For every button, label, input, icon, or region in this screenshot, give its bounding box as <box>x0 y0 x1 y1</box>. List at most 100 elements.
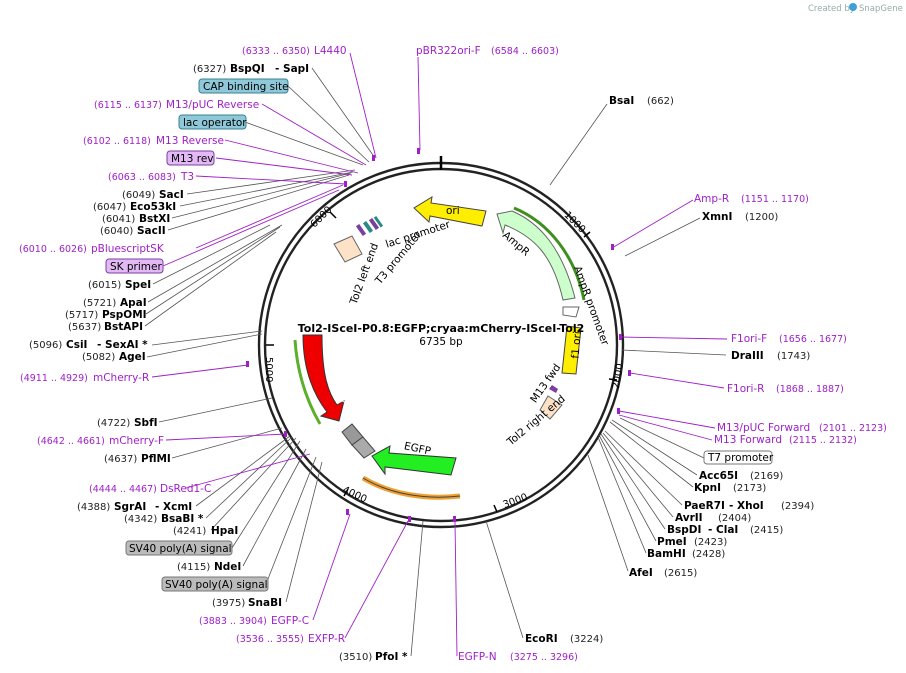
avrii-pos: (2404) <box>718 513 751 524</box>
avrii-label[interactable]: AvrII <box>675 512 703 524</box>
sexai-label[interactable]: - SexAI * <box>97 339 148 351</box>
csii-label[interactable]: CsiI <box>66 339 87 351</box>
bspdi-pos: (2415) <box>750 525 783 536</box>
t3-label[interactable]: T3 <box>180 171 194 183</box>
f1ori-r-label[interactable]: F1ori-R <box>727 383 764 395</box>
egfp-arrow[interactable] <box>371 445 457 476</box>
bsai-label[interactable]: BsaI <box>609 95 634 107</box>
hpai-label[interactable]: HpaI <box>211 525 238 537</box>
kpni-label[interactable]: KpnI <box>694 482 721 494</box>
ori-arrow[interactable] <box>413 196 487 227</box>
credit-brand: SnapGene <box>859 4 903 14</box>
draiii-pos: (1743) <box>777 351 810 362</box>
afei-label[interactable]: AfeI <box>629 567 653 579</box>
f1ori-f-label[interactable]: F1ori-F <box>731 333 767 345</box>
clai-label[interactable]: - ClaI <box>708 524 738 536</box>
bamhi-label[interactable]: BamHI <box>647 548 686 560</box>
sv40-polya-box-a[interactable] <box>125 540 233 556</box>
m13-rev-label: M13 rev <box>171 153 214 165</box>
eco53ki-label[interactable]: Eco53kI <box>130 201 176 213</box>
egfp-c-label[interactable]: EGFP-C <box>271 615 309 627</box>
bstxi-label[interactable]: BstXI <box>139 213 170 225</box>
cap-binding-site-box[interactable] <box>198 78 289 94</box>
spei-label[interactable]: SpeI <box>125 279 151 291</box>
ampr-primer-label[interactable]: Amp-R <box>694 193 729 205</box>
pbluescriptsk-label[interactable]: pBluescriptSK <box>91 243 165 255</box>
t7-promoter-box[interactable] <box>703 450 773 465</box>
exfp-r-label[interactable]: EXFP-R <box>308 633 345 645</box>
acc65i-label[interactable]: Acc65I <box>699 470 738 482</box>
bspdi-label[interactable]: BspDI <box>667 524 701 536</box>
tol2-left-end-box[interactable] <box>333 235 363 263</box>
ecori-label[interactable]: EcoRI <box>525 633 558 645</box>
f1-ori-arrow[interactable] <box>561 325 582 375</box>
m13-fwd-inner-mark <box>549 385 558 393</box>
agei-label[interactable]: AgeI <box>119 351 146 363</box>
pmei-label[interactable]: PmeI <box>657 536 687 548</box>
ori-label: ori <box>446 205 460 217</box>
l4440-pos: (6333 .. 6350) <box>242 46 310 57</box>
tick-5000: 5000 <box>263 357 274 382</box>
l4440-label[interactable]: L4440 <box>314 45 347 57</box>
primer-leader-lines <box>151 52 728 657</box>
dsred1-c-label[interactable]: DsRed1-C <box>160 483 211 495</box>
ampr-primer-pos: (1151 .. 1170) <box>741 194 809 205</box>
saci-label[interactable]: SacI <box>159 189 184 201</box>
lac-operator-box[interactable] <box>178 114 247 130</box>
pbr322ori-f-label[interactable]: pBR322ori-F <box>416 45 481 57</box>
pfoi-label[interactable]: PfoI * <box>375 651 408 663</box>
mcs-mark-4 <box>373 215 384 228</box>
plasmid-name: Tol2-ISceI-P0.8:EGFP;cryaa:mCherry-ISceI… <box>298 322 585 335</box>
sgrai-pos: (4388) <box>77 502 110 513</box>
paer7i-label[interactable]: PaeR7I <box>684 500 725 512</box>
snabi-pos: (3975) <box>212 598 245 609</box>
snabi-label[interactable]: SnaBI <box>248 597 282 609</box>
sv40-polya-box-b[interactable] <box>161 576 269 592</box>
pflmi-label[interactable]: PflMI <box>141 453 171 465</box>
bspqi-label[interactable]: BspQI <box>230 63 265 75</box>
plasmid-length: 6735 bp <box>419 336 463 348</box>
sacii-label[interactable]: SacII <box>137 225 166 237</box>
pmei-pos: (2423) <box>694 537 727 548</box>
xhoi-label[interactable]: - XhoI <box>729 500 764 512</box>
cap-binding-site-label: CAP binding site <box>203 81 289 93</box>
egfp-n-pos: (3275 .. 3296) <box>510 652 578 663</box>
m13-puc-reverse-label[interactable]: M13/pUC Reverse <box>166 99 259 111</box>
xcmi-label[interactable]: - XcmI <box>155 501 192 513</box>
sgrai-label[interactable]: SgrAI <box>114 501 146 513</box>
dsred1-c-pos: (4444 .. 4467) <box>89 484 157 495</box>
mcherry-r-label[interactable]: mCherry-R <box>93 372 149 384</box>
pbluescriptsk-pos: (6010 .. 6026) <box>19 244 87 255</box>
ndei-label[interactable]: NdeI <box>214 561 241 573</box>
hpai-pos: (4241) <box>173 526 206 537</box>
apai-label[interactable]: ApaI <box>120 297 147 309</box>
bstapi-label[interactable]: BstAPI <box>104 321 143 333</box>
draiii-label[interactable]: DraIII <box>731 350 764 362</box>
m13-rev-box[interactable] <box>166 150 215 166</box>
pspomi-label[interactable]: PspOMI <box>102 309 147 321</box>
egfp-n-label[interactable]: EGFP-N <box>458 651 497 663</box>
sbfi-label[interactable]: SbfI <box>134 417 158 429</box>
mcherry-f-label[interactable]: mCherry-F <box>109 435 164 447</box>
pspomi-pos: (5717) <box>65 310 98 321</box>
xmni-label[interactable]: XmnI <box>702 211 732 223</box>
bstapi-pos: (5637) <box>68 322 101 333</box>
tol2-right-end-box[interactable] <box>539 395 563 420</box>
sv40-polya-box-2[interactable] <box>351 436 376 459</box>
mcherry-orf-track <box>293 339 322 425</box>
tick-4000: 4000 <box>341 485 369 506</box>
bsabi-label[interactable]: BsaBI * <box>161 513 204 525</box>
ampr-arrow[interactable] <box>496 210 576 301</box>
mcherry-arrow[interactable] <box>302 334 345 422</box>
t7-promoter-label: T7 promoter <box>707 452 774 464</box>
paer7i-pos: (2394) <box>781 501 814 512</box>
sk-primer-box[interactable] <box>105 258 164 274</box>
m13-puc-forward-label[interactable]: M13/pUC Forward <box>717 422 810 434</box>
m13-forward-pos: (2115 .. 2132) <box>789 435 857 446</box>
afei-pos: (2615) <box>664 568 697 579</box>
pfoi-pos: (3510) <box>339 652 372 663</box>
m13-forward-label[interactable]: M13 Forward <box>714 434 782 446</box>
m13-reverse-label[interactable]: M13 Reverse <box>156 135 224 147</box>
sapi-label[interactable]: - SapI <box>275 63 309 75</box>
